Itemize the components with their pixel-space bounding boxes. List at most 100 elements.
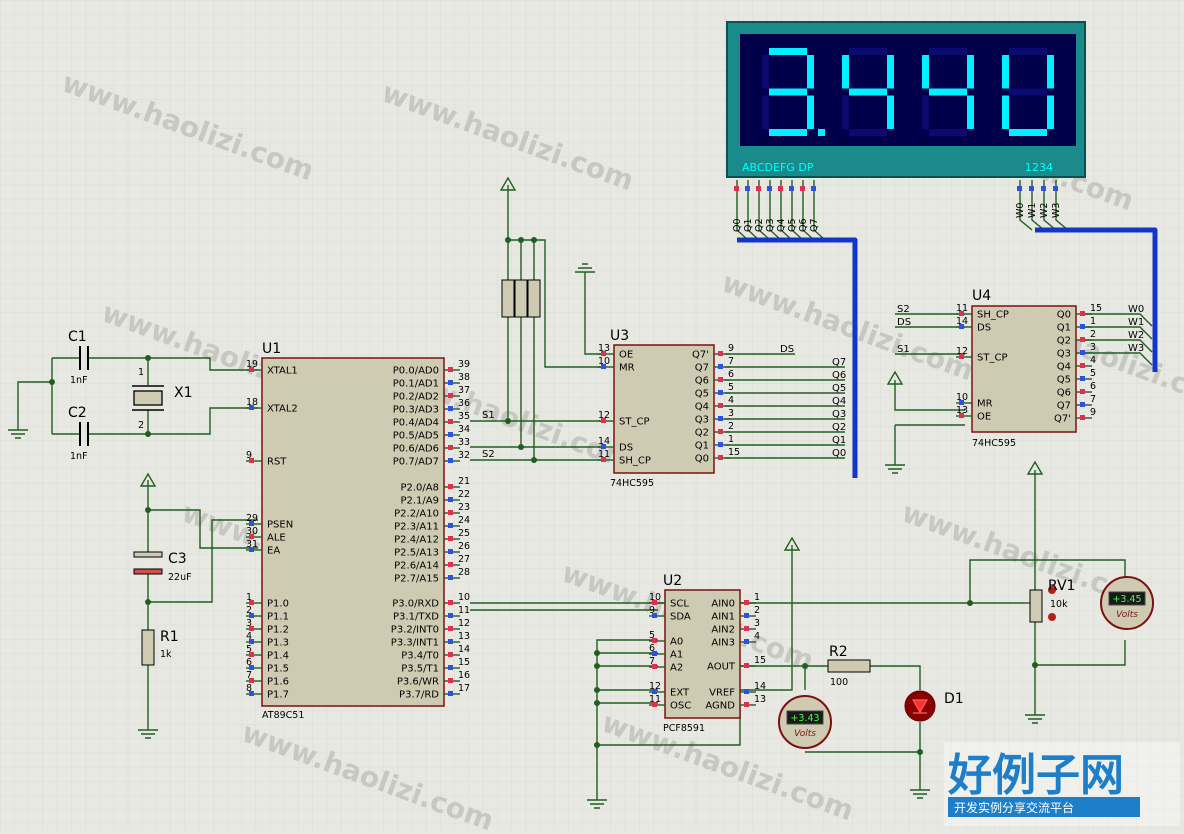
u3-net-label: Q2 [832, 422, 846, 433]
u1-pin-name: ALE [267, 533, 286, 544]
pin-marker [959, 311, 964, 316]
decimal-point [818, 129, 825, 136]
u1-pin-num: 30 [246, 526, 258, 537]
pin-marker [448, 626, 453, 631]
pin-marker [1041, 186, 1046, 191]
u3-pin-name: Q1 [695, 441, 709, 452]
u1-pin-name: P3.5/T1 [401, 664, 439, 675]
u4-pin-name: Q0 [1057, 310, 1071, 321]
pin-marker [448, 406, 453, 411]
resistor-network[interactable] [501, 279, 541, 318]
u3-ref: U3 [610, 328, 629, 344]
ic-u3[interactable]: U374HC59513OE10MR12ST_CP14DS11SH_CP9Q7'7… [598, 328, 740, 489]
u3-pin-num: 6 [728, 369, 734, 380]
pin-marker [448, 393, 453, 398]
u4-pin-num: 12 [956, 346, 968, 357]
pin-marker [448, 691, 453, 696]
ic-u4[interactable]: U474HC59511SH_CP14DS12ST_CP10MR13OE15Q01… [956, 288, 1102, 449]
display-seg-pin: Q4 [776, 218, 787, 232]
u1-pin-num: 13 [458, 631, 470, 642]
u3-net-label: Q1 [832, 435, 846, 446]
capacitor-c2[interactable]: C2 1nF [68, 405, 89, 462]
u2-pin-num: 2 [754, 605, 760, 616]
ic-u1[interactable]: U1AT89C5119XTAL118XTAL29RST29PSEN30ALE31… [246, 341, 470, 721]
capacitor-c3[interactable]: C3 22uF [133, 551, 192, 583]
pin-marker [1080, 337, 1085, 342]
segment-f [842, 55, 849, 89]
segment-a [769, 48, 807, 55]
pin-marker [718, 351, 723, 356]
pin-marker [734, 186, 739, 191]
u1-pin-name: P2.5/A13 [394, 548, 439, 559]
u2-pin-num: 11 [649, 694, 661, 705]
resistor-r2[interactable]: R2 100 [827, 644, 871, 688]
segment-a [1009, 48, 1047, 55]
display-seg-label: ABCDEFG DP [742, 161, 814, 174]
pin-marker [1080, 376, 1085, 381]
u3-pin-num: 7 [728, 356, 734, 367]
x1-pin1: 1 [138, 367, 144, 378]
u1-pin-num: 2 [246, 605, 252, 616]
u4-pin-num: 15 [1090, 303, 1102, 314]
pin-marker [249, 600, 254, 605]
u3-pin-name: Q4 [695, 402, 709, 413]
segment-d [849, 129, 887, 136]
u1-pin-name: P1.7 [267, 690, 289, 701]
display-digit-pin: W2 [1039, 203, 1050, 218]
u1-pin-name: P2.4/A12 [394, 535, 439, 546]
u1-pin-name: P3.0/RXD [392, 599, 439, 610]
pin-marker [652, 638, 657, 643]
u2-pin-name: EXT [670, 688, 690, 699]
pin-marker [652, 600, 657, 605]
u1-pin-name: P2.3/A11 [394, 522, 439, 533]
u1-pin-name: P2.6/A14 [394, 561, 439, 572]
u1-ref: U1 [262, 341, 281, 357]
voltmeter-unit: Volts [1116, 610, 1138, 620]
u3-pin-name: Q6 [695, 376, 709, 387]
segment-b [887, 55, 894, 89]
potentiometer-rv1[interactable]: RV1 10k [1025, 578, 1075, 623]
u4-pin-name: OE [977, 412, 991, 423]
segment-a [849, 48, 887, 55]
u3-pin-name: Q7' [692, 350, 709, 361]
u1-pin-num: 3 [246, 618, 252, 629]
segment-b [967, 55, 974, 89]
u3-pin-name: Q2 [695, 428, 709, 439]
led-d1[interactable]: D1 [904, 690, 964, 722]
u1-pin-num: 17 [458, 683, 470, 694]
x1-ref: X1 [174, 385, 193, 401]
u4-out-net: W3 [1128, 343, 1144, 354]
u4-pin-name: Q7 [1057, 401, 1071, 412]
display-digit-pin: W3 [1051, 203, 1062, 218]
c1-ref: C1 [68, 329, 87, 345]
pin-marker [601, 418, 606, 423]
pin-marker [448, 600, 453, 605]
capacitor-c1[interactable]: C1 1nF [68, 329, 89, 386]
display-digit-pin: W1 [1027, 203, 1038, 218]
u1-pin-name: P2.0/A8 [400, 483, 439, 494]
u2-pin-name: SCL [670, 599, 689, 610]
resistor-r1[interactable]: R1 1k [141, 629, 179, 666]
r1-value: 1k [160, 649, 172, 660]
crystal-x1[interactable]: 1 2 X1 [132, 367, 193, 431]
pin-marker [448, 678, 453, 683]
u1-pin-name: P3.7/RD [399, 690, 439, 701]
display-seg-pin: Q3 [765, 218, 776, 232]
seven-segment-display[interactable]: ABCDEFG DP 1234 [726, 21, 1086, 178]
u1-pin-name: P0.4/AD4 [393, 418, 439, 429]
u4-part: 74HC595 [972, 438, 1016, 449]
pin-marker [1080, 363, 1085, 368]
u1-pin-name: P1.2 [267, 625, 289, 636]
u1-pin-num: 12 [458, 618, 470, 629]
ic-u2[interactable]: U2PCF859110SCL9SDA5A06A17A212EXT11OSC1AI… [649, 573, 766, 734]
u2-ref: U2 [663, 573, 682, 589]
data-buses [737, 227, 1158, 478]
junctions [49, 237, 1038, 755]
u1-pin-num: 26 [458, 541, 470, 552]
pin-marker [1080, 311, 1085, 316]
u1-pin-name: P1.5 [267, 664, 289, 675]
u3-net-label: Q6 [832, 370, 846, 381]
